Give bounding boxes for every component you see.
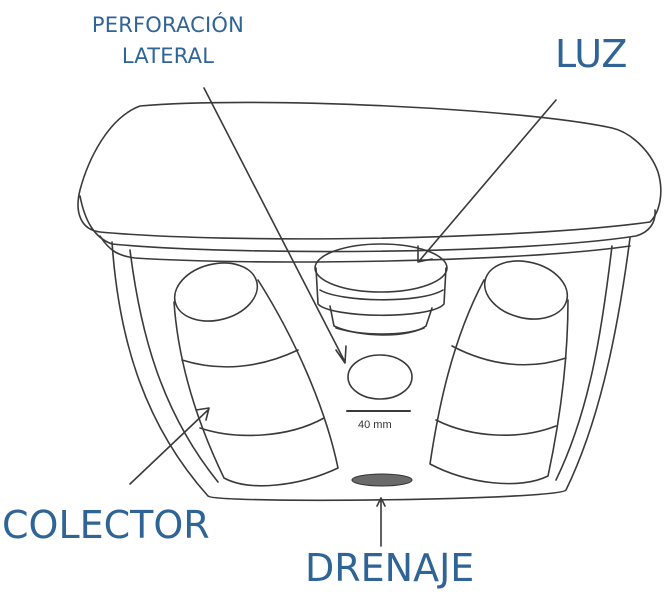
perforacion-label-line1: PERFORACIÓN — [91, 13, 245, 37]
lid-rim — [79, 195, 656, 253]
luz-label: LUZ — [555, 32, 628, 76]
arrow-colector — [129, 407, 210, 485]
drenaje-label: DRENAJE — [305, 546, 475, 590]
arrow-perforacion — [203, 87, 347, 364]
container-body-inner — [129, 245, 613, 483]
arrow-luz — [417, 99, 557, 263]
colector-label: COLECTOR — [2, 503, 210, 547]
left-collector-cylinder — [173, 262, 339, 487]
scale-bar-label: 40 mm — [358, 419, 392, 431]
lid-top — [77, 101, 662, 240]
perforacion-lateral-label: PERFORACIÓN LATERAL — [68, 10, 268, 72]
lid-rim-lower — [99, 235, 631, 263]
right-collector-cylinder — [429, 260, 569, 485]
lateral-perforation-hole — [347, 354, 413, 400]
drain-hole — [351, 473, 413, 487]
light-cylinder — [314, 243, 448, 336]
arrow-drenaje — [376, 497, 386, 547]
container-body — [111, 237, 631, 502]
perforacion-label-line2: LATERAL — [121, 44, 215, 68]
